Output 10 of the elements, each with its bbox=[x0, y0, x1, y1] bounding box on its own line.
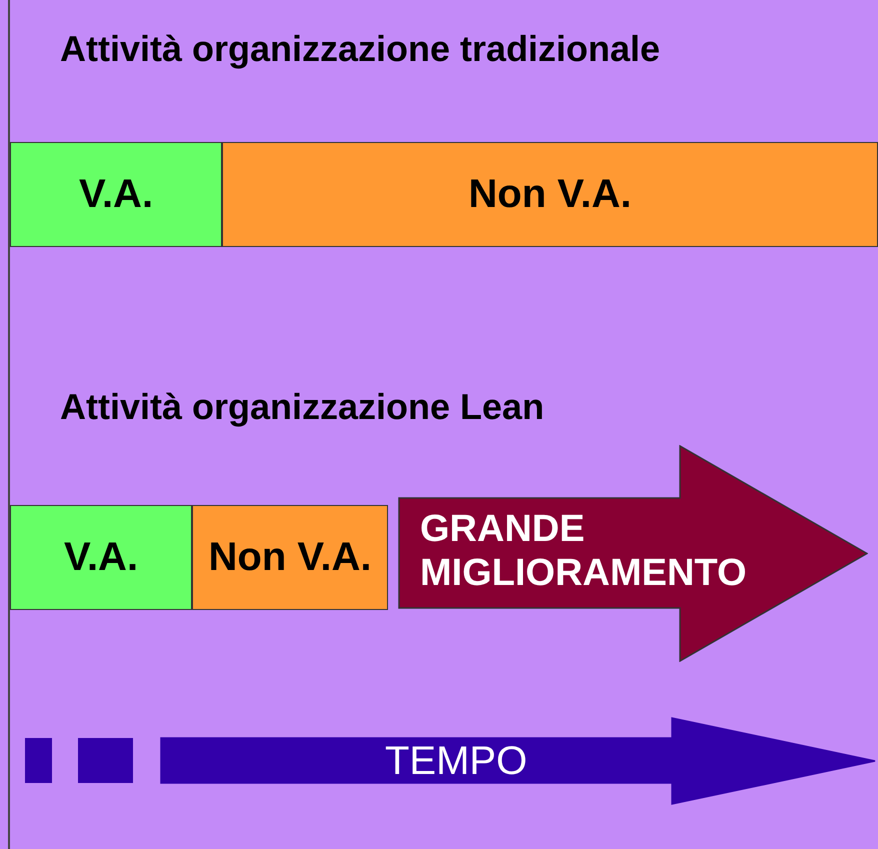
section-heading: Attività organizzazione tradizionale bbox=[60, 28, 660, 70]
section-heading: Attività organizzazione Lean bbox=[60, 386, 544, 428]
arrow-label: TEMPO bbox=[385, 739, 528, 783]
time-arrow bbox=[160, 717, 876, 805]
arrow-label: GRANDE MIGLIORAMENTO bbox=[420, 507, 748, 595]
improvement-arrow bbox=[398, 445, 868, 662]
value-added-bar: V.A. bbox=[10, 505, 192, 610]
value-added-bar: V.A. bbox=[10, 142, 222, 247]
non-value-added-bar: Non V.A. bbox=[192, 505, 388, 610]
non-value-added-bar: Non V.A. bbox=[222, 142, 878, 247]
